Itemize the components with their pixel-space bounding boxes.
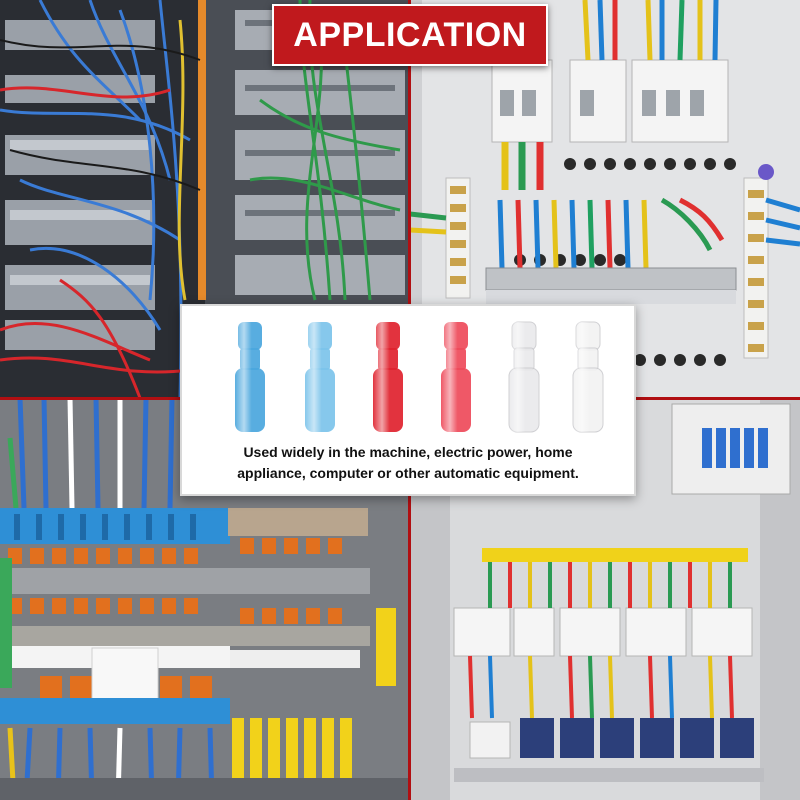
- bullet-terminal: [508, 321, 540, 433]
- banner-title: APPLICATION: [293, 15, 527, 54]
- product-card: Used widely in the machine, electric pow…: [180, 304, 636, 496]
- bullet-terminal: [572, 321, 604, 433]
- application-banner: APPLICATION: [272, 4, 548, 66]
- bullet-terminal: [441, 322, 471, 432]
- terminals-illustration: [235, 321, 604, 433]
- server-rack-cabling-photo: [0, 0, 410, 398]
- product-caption: Used widely in the machine, electric pow…: [182, 442, 634, 484]
- bullet-terminal: [235, 322, 265, 432]
- bullet-terminal: [373, 322, 403, 432]
- caption-line-1: Used widely in the machine, electric pow…: [243, 444, 573, 460]
- caption-line-2: appliance, computer or other automatic e…: [237, 465, 579, 481]
- bullet-terminal: [305, 322, 335, 432]
- terminal-block-rail-photo: [0, 398, 410, 800]
